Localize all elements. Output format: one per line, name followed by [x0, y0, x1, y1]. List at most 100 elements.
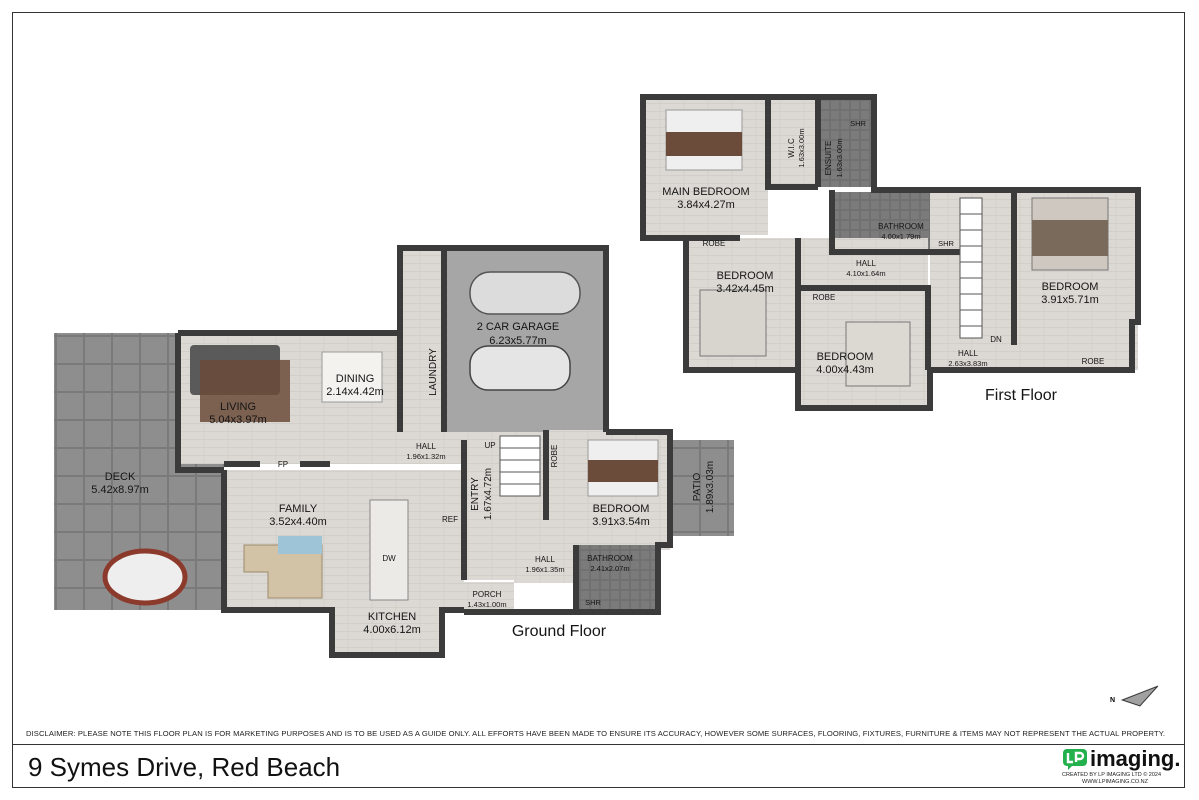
garage-name: 2 CAR GARAGE — [477, 321, 560, 333]
ground-shr-label: SHR — [585, 598, 601, 607]
main-bedroom-name: MAIN BEDROOM — [662, 186, 749, 198]
first-walls — [640, 94, 1141, 411]
garage-size: 6.23x5.77m — [489, 335, 546, 347]
logo-text: imaging. — [1090, 746, 1181, 771]
entry-name: ENTRY — [470, 477, 481, 511]
bedroom1-bed — [699, 289, 767, 357]
bedroom2-name: BEDROOM — [817, 351, 874, 363]
ensuite-size: 1.63x3.00m — [835, 138, 844, 177]
ground-bathroom-size: 2.41x2.07m — [590, 564, 629, 573]
family-kitchen-area — [224, 470, 464, 610]
first-hall2-name: HALL — [958, 349, 979, 358]
main-bed-cover — [666, 132, 742, 156]
kitchen-bay — [332, 600, 442, 652]
robe1-label: ROBE — [703, 239, 726, 248]
porch-size: 1.43x1.00m — [467, 600, 506, 609]
dining-size: 2.14x4.42m — [326, 386, 383, 398]
ref-label: REF — [442, 515, 458, 524]
patio-size: 1.89x3.03m — [705, 461, 716, 513]
entry-size: 1.67x4.72m — [483, 468, 494, 520]
bedroom1-name: BEDROOM — [717, 270, 774, 282]
ground-bed-cover — [588, 460, 658, 482]
porch-name: PORCH — [473, 590, 502, 599]
first-hall2-size: 2.63x3.83m — [948, 359, 987, 368]
up-label: UP — [484, 441, 495, 450]
kitchen-island — [369, 499, 409, 601]
ground-floor-title: Ground Floor — [512, 623, 607, 640]
first-hall-area — [798, 238, 928, 288]
first-bathroom-size: 4.00x1.79m — [881, 232, 920, 241]
kitchen-name: KITCHEN — [368, 611, 416, 623]
kitchen-size: 4.00x6.12m — [363, 624, 420, 636]
family-size: 3.52x4.40m — [269, 516, 326, 528]
first-hall-name: HALL — [856, 259, 877, 268]
bedroom1-size: 3.42x4.45m — [716, 283, 773, 295]
ground-bathroom-area — [576, 545, 658, 611]
compass-n-label: N — [1110, 697, 1115, 704]
bedroom3-name: BEDROOM — [1042, 281, 1099, 293]
family-name: FAMILY — [279, 503, 318, 515]
hall-name: HALL — [416, 442, 437, 451]
porch-area — [464, 582, 514, 612]
ground-walls — [175, 245, 673, 658]
robe2-label: ROBE — [813, 293, 836, 302]
lp-imaging-logo: imaging. CREATED BY LP IMAGING LTD © 202… — [1062, 746, 1182, 786]
ground-bedroom-name: BEDROOM — [593, 503, 650, 515]
main-bedroom-size: 3.84x4.27m — [677, 199, 734, 211]
living-size: 5.04x3.97m — [209, 414, 266, 426]
ensuite-area — [818, 97, 874, 187]
dining-name: DINING — [336, 373, 375, 385]
footer-divider — [12, 744, 1185, 745]
hall2-area — [514, 545, 576, 583]
living-name: LIVING — [220, 401, 256, 413]
first-stairs — [959, 197, 983, 339]
first-shr-label: SHR — [938, 239, 954, 248]
deck-name: DECK — [105, 471, 136, 483]
bedroom2-size: 4.00x4.43m — [816, 364, 873, 376]
disclaimer: DISCLAIMER: PLEASE NOTE THIS FLOOR PLAN … — [26, 729, 1166, 738]
room-labels: DECK 5.42x8.97m LIVING 5.04x3.97m DINING… — [91, 119, 1104, 640]
family-table — [278, 536, 322, 554]
first-hall-size: 4.10x1.64m — [846, 269, 885, 278]
ground-furniture — [102, 271, 659, 606]
ground-robe-label: ROBE — [550, 445, 559, 468]
living-rug — [200, 360, 290, 422]
ensuite-name: ENSUITE — [824, 141, 833, 176]
page-frame — [12, 12, 1185, 788]
wic-size: 1.63x3.00m — [797, 128, 806, 167]
hall2-size: 1.96x1.35m — [525, 565, 564, 574]
dn-label: DN — [990, 335, 1002, 344]
dw-label: DW — [382, 554, 396, 563]
bedroom3-bed-cover — [1032, 220, 1108, 256]
first-floor — [640, 94, 1141, 411]
robe3-label: ROBE — [1082, 357, 1105, 366]
logo-credit: CREATED BY LP IMAGING LTD © 2024 — [1062, 772, 1162, 778]
hall-size: 1.96x1.32m — [406, 452, 445, 461]
bedroom3-size: 3.91x5.71m — [1041, 294, 1098, 306]
lp-logo-icon — [1063, 749, 1087, 770]
wic-area — [768, 97, 818, 187]
ensuite-shr-label: SHR — [850, 119, 866, 128]
patio-name: PATIO — [692, 473, 703, 502]
first-floor-title: First Floor — [985, 387, 1058, 404]
wic-name: W.I.C — [787, 138, 796, 158]
first-bathroom-name: BATHROOM — [878, 222, 924, 231]
car-top — [469, 271, 581, 315]
first-furniture — [665, 109, 1109, 387]
compass: N — [1104, 682, 1160, 718]
laundry-area — [402, 248, 444, 432]
ground-stairs — [499, 435, 541, 497]
logo-url: WWW.LPIMAGING.CO.NZ — [1082, 779, 1148, 785]
bedroom2-bed — [845, 321, 911, 387]
deck-round-sofa — [102, 548, 188, 606]
fp-label: FP — [278, 460, 288, 469]
property-address: 9 Symes Drive, Red Beach — [28, 752, 341, 782]
patio-area — [672, 440, 734, 536]
car-bottom — [469, 345, 571, 391]
hall2-name: HALL — [535, 555, 556, 564]
ground-floor — [54, 245, 734, 658]
deck-size: 5.42x8.97m — [91, 484, 148, 496]
laundry-name: LAUNDRY — [428, 348, 439, 396]
ground-bedroom-size: 3.91x3.54m — [592, 516, 649, 528]
